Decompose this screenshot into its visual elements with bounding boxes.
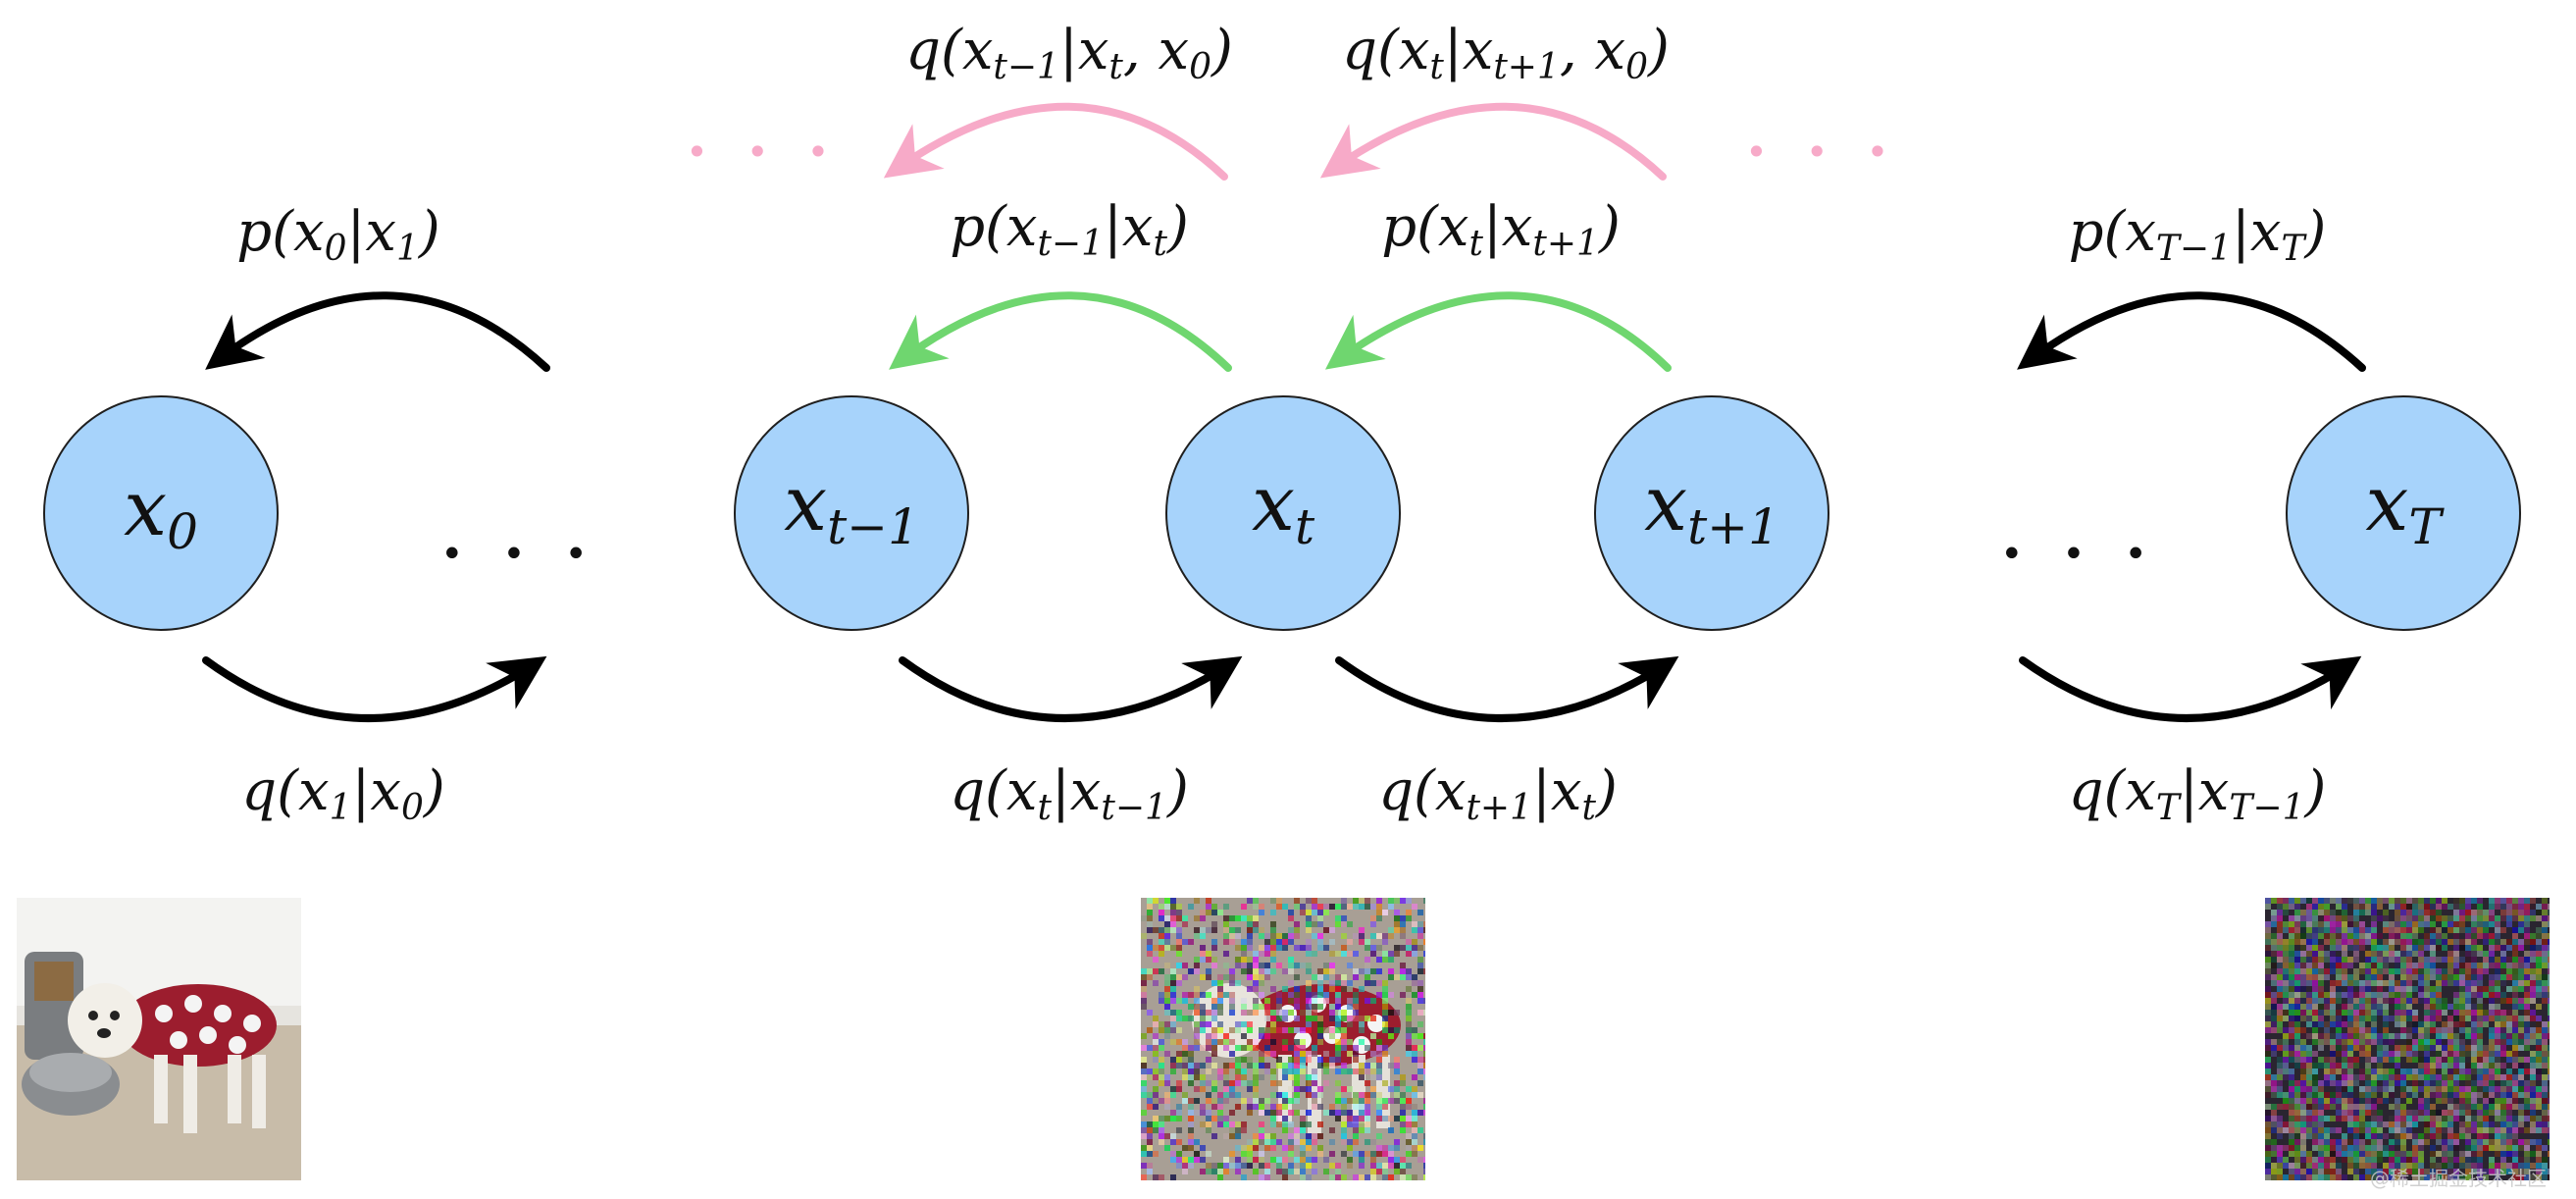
- forward-arrow-xt-xtp1: [1335, 655, 1679, 722]
- forward-arrow-xt1-xt: [899, 655, 1243, 722]
- node-x-t-minus-1: xt−1: [734, 395, 969, 631]
- formula-labels: p(x0|x1) q(x1|x0) p(xt−1|xt) q(xt|xt−1) …: [236, 19, 2326, 828]
- clean-dog-image: [17, 898, 301, 1180]
- posterior-arrows: · · · · · ·: [687, 102, 1897, 186]
- ellipsis-left: · · ·: [441, 517, 596, 589]
- ellipsis-right: · · ·: [2001, 517, 2156, 589]
- pink-arrow-left: [883, 102, 1228, 181]
- pink-arrow-right: [1319, 102, 1667, 181]
- watermark: @稀土掘金技术社区: [2370, 1167, 2547, 1190]
- reverse-arrow-xT-xT1: [2017, 291, 2366, 372]
- latent-nodes: x0 xt−1 xt xt+1 xT: [43, 395, 2521, 631]
- reverse-process-arrows: [205, 291, 2366, 372]
- label-q-posterior-t: q(xt|xt+1, x0): [1342, 19, 1670, 87]
- label-p-xT-1-given-xT: p(xT−1|xT): [2069, 200, 2327, 269]
- node-x-t-plus-1-label: xt+1: [1644, 460, 1779, 555]
- node-x-T-label: xT: [2365, 460, 2445, 555]
- node-x-t-plus-1: xt+1: [1594, 395, 1829, 631]
- reverse-arrow-x1-x0: [205, 291, 550, 372]
- label-q-xt+1-given-xt: q(xt+1|xt): [1378, 759, 1618, 828]
- node-x0-label: x0: [124, 465, 198, 560]
- node-x-t: xt: [1165, 395, 1401, 631]
- forward-arrow-xT1-xT: [2019, 655, 2362, 722]
- forward-arrow-x0-x1: [202, 655, 547, 722]
- label-p-x0-given-x1: p(x0|x1): [236, 200, 439, 269]
- green-arrow-left: [889, 291, 1232, 372]
- forward-process-arrows: [202, 655, 2362, 722]
- node-x-t-label: xt: [1252, 460, 1315, 555]
- pure-noise-image: [2265, 898, 2550, 1180]
- label-q-posterior-t-1: q(xt−1|xt, x0): [905, 19, 1233, 87]
- label-p-xt-given-xt+1: p(xt|xt+1): [1381, 195, 1621, 264]
- node-x0: x0: [43, 395, 279, 631]
- noisy-dog-image: [1141, 898, 1425, 1180]
- pink-ellipsis-right: · · ·: [1746, 118, 1897, 186]
- label-q-xT-given-xT-1: q(xT|xT−1): [2069, 759, 2327, 828]
- node-x-T: xT: [2286, 395, 2521, 631]
- node-x-t-minus-1-label: xt−1: [784, 460, 919, 555]
- green-arrow-right: [1324, 291, 1672, 372]
- label-p-xt-1-given-xt: p(xt−1|xt): [950, 195, 1189, 264]
- pink-ellipsis-left: · · ·: [687, 118, 838, 186]
- label-q-x1-given-x0: q(x1|x0): [241, 759, 444, 828]
- label-q-xt-given-xt-1: q(xt|xt−1): [950, 759, 1189, 828]
- reverse-process-arrows-highlighted: [889, 291, 1672, 372]
